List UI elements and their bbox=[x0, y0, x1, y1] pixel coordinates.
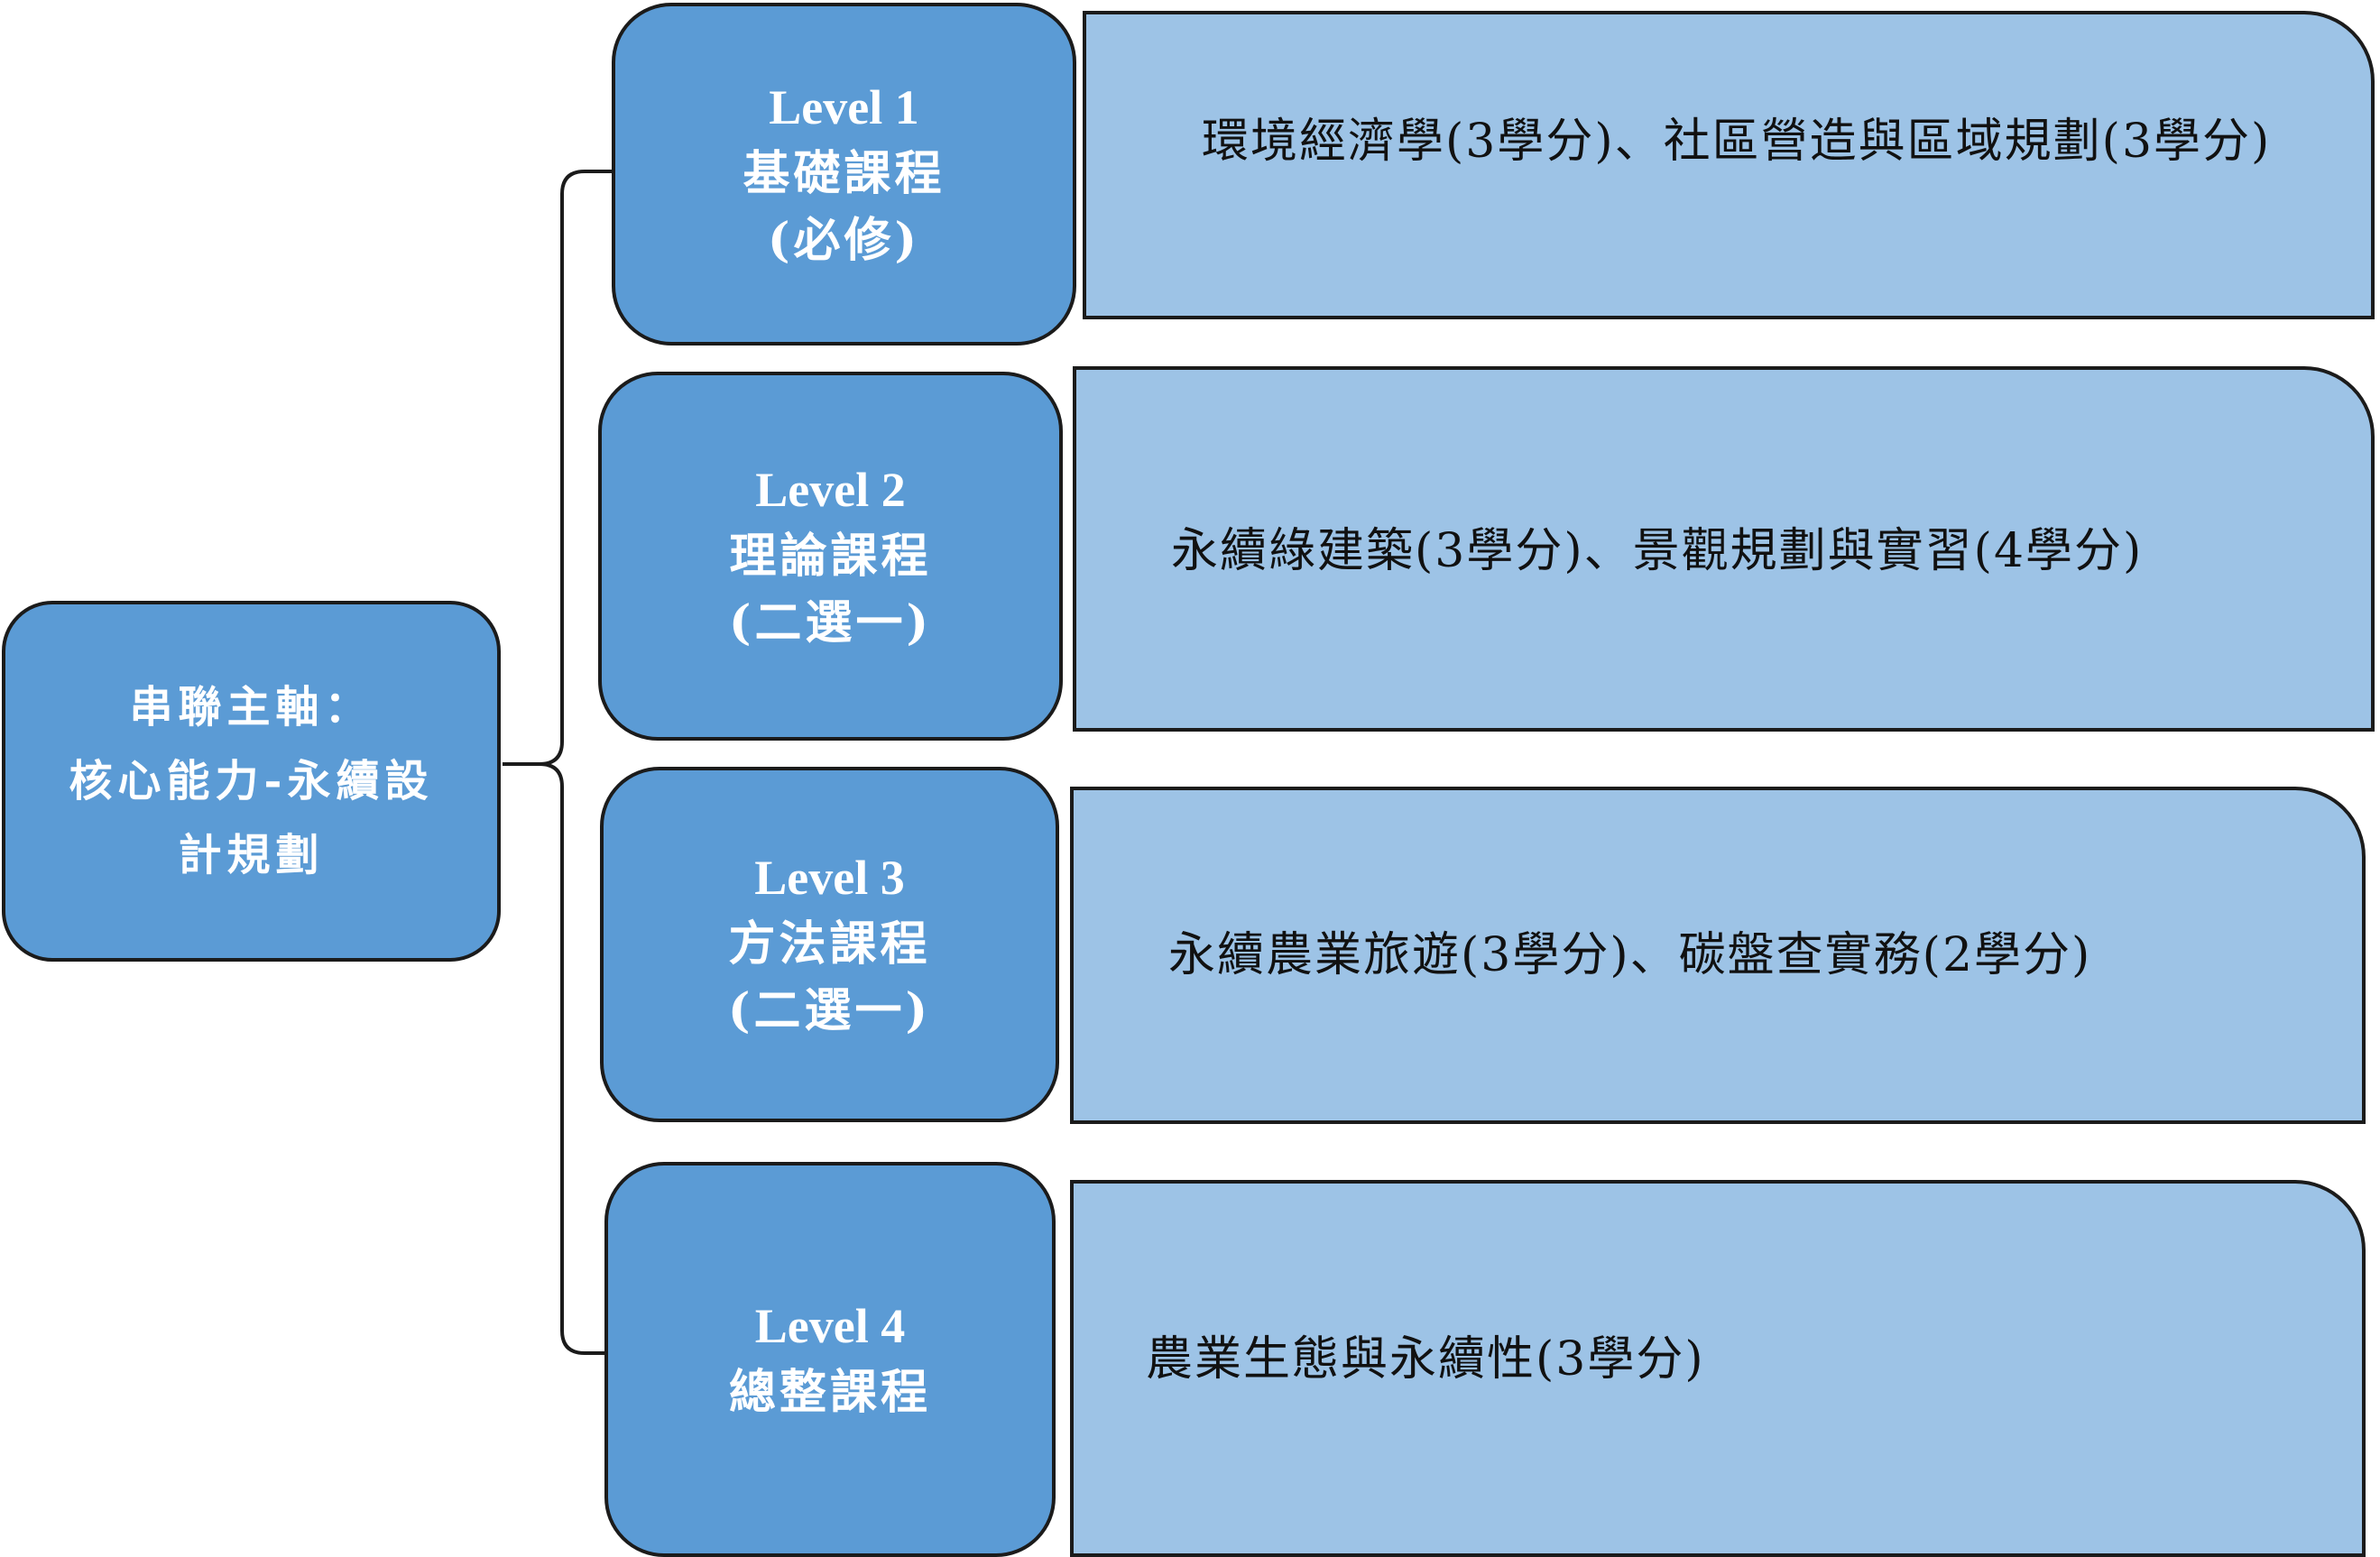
level-4-courses-box: 農業生態與永續性(3學分) bbox=[1070, 1180, 2366, 1557]
axis-line-2: 核心能力-永續設 bbox=[69, 756, 434, 806]
level-3-category: 方法課程 bbox=[728, 917, 931, 972]
bracket-line-top bbox=[503, 170, 613, 766]
level-2-category: 理論課程 bbox=[729, 528, 932, 584]
level-2-note: (二選一) bbox=[728, 594, 933, 650]
level-3-label: Level 3 bbox=[754, 851, 905, 905]
level-1-category: 基礎課程 bbox=[743, 146, 946, 201]
bracket-line-bottom bbox=[503, 762, 606, 1355]
axis-line-3: 計規劃 bbox=[178, 830, 325, 880]
level-4-category: 總整課程 bbox=[728, 1365, 931, 1420]
level-1-note: (必修) bbox=[767, 213, 921, 268]
level-3-courses-box: 永續農業旅遊(3學分)、碳盤查實務(2學分) bbox=[1070, 787, 2366, 1124]
core-axis-box: 串聯主軸： 核心能力-永續設 計規劃 bbox=[2, 601, 501, 962]
level-1-courses: 環境經濟學(3學分)、社區營造與區域規劃(3學分) bbox=[1202, 115, 2272, 169]
level-2-courses: 永續綠建築(3學分)、景觀規劃與實習(4學分) bbox=[1171, 524, 2144, 578]
level-3-note: (二選一) bbox=[727, 983, 932, 1038]
level-1-box: Level 1 基礎課程 (必修) bbox=[612, 3, 1076, 345]
level-3-courses: 永續農業旅遊(3學分)、碳盤查實務(2學分) bbox=[1168, 928, 2092, 982]
level-1-label: Level 1 bbox=[769, 80, 919, 134]
axis-title: 串聯主軸： bbox=[129, 682, 374, 732]
level-2-label: Level 2 bbox=[755, 462, 906, 517]
level-4-label: Level 4 bbox=[754, 1299, 906, 1353]
level-4-courses: 農業生態與永續性(3學分) bbox=[1146, 1332, 1705, 1387]
level-3-box: Level 3 方法課程 (二選一) bbox=[600, 767, 1059, 1122]
level-1-courses-box: 環境經濟學(3學分)、社區營造與區域規劃(3學分) bbox=[1083, 11, 2375, 319]
level-2-courses-box: 永續綠建築(3學分)、景觀規劃與實習(4學分) bbox=[1073, 366, 2375, 732]
level-4-box: Level 4 總整課程 bbox=[604, 1162, 1056, 1557]
level-2-box: Level 2 理論課程 (二選一) bbox=[598, 372, 1063, 741]
